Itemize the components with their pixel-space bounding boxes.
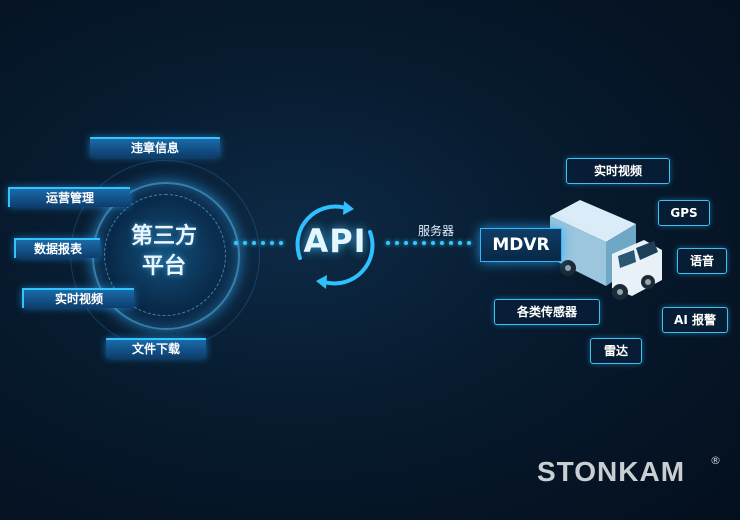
server-label: 服务器 [418,224,455,238]
feature-radar: 雷达 [590,338,642,364]
platform-title-line1: 第三方 [130,224,197,249]
api-node: API [288,200,382,290]
feature-voice: 语音 [677,248,727,274]
connector-api-mdvr [386,241,471,245]
label-live-video: 实时视频 [22,288,134,308]
feature-ai-alarm: AI 报警 [662,307,728,333]
platform-title-line2: 平台 [141,254,186,279]
platform-inner-ring [104,194,226,316]
feature-live-video: 实时视频 [566,158,670,184]
truck-icon [550,200,662,300]
registered-mark: ® [710,454,721,467]
label-operation-management: 运营管理 [8,187,130,207]
feature-gps: GPS [658,200,710,226]
label-file-download: 文件下载 [106,338,206,358]
feature-sensors: 各类传感器 [494,299,600,325]
api-label: API [303,222,367,260]
api-cycle-arrows-icon [295,201,375,289]
mdvr-label: MDVR [492,235,550,255]
label-violation-info: 违章信息 [90,137,220,157]
mdvr-device: MDVR [480,228,562,262]
connector-platform-api [234,241,283,245]
platform-title: 第三方 平台 [110,222,218,282]
brand-logo: STONKAM [537,456,686,487]
label-data-report: 数据报表 [14,238,100,258]
